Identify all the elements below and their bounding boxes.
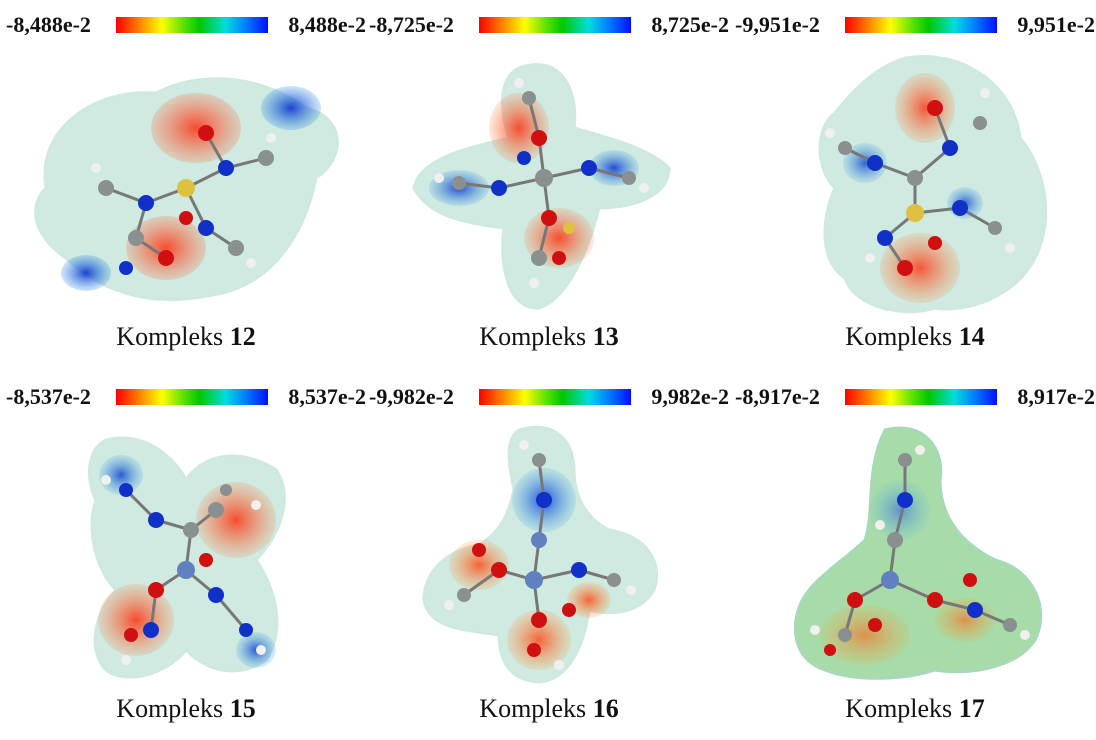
panel-kompleks-13: -8,725e-2 8,725e-2 Kompleks 13 — [369, 0, 729, 360]
scale-max-label: 8,537e-2 — [288, 384, 366, 409]
complex-caption: Kompleks 15 — [6, 694, 366, 724]
scale-gradient-bar — [845, 17, 997, 33]
scale-min-label: -8,488e-2 — [6, 12, 91, 37]
scale-max-label: 8,725e-2 — [651, 12, 729, 37]
caption-number: 12 — [229, 322, 256, 351]
complex-caption: Kompleks 17 — [735, 694, 1095, 724]
scale-gradient-bar — [845, 389, 997, 405]
molecule-esp-map — [34, 77, 339, 301]
molecule-esp-map — [422, 425, 659, 684]
caption-prefix: Kompleks — [845, 694, 953, 723]
caption-number: 17 — [958, 694, 985, 723]
complex-caption: Kompleks 13 — [369, 322, 729, 352]
scale-max-label: 9,982e-2 — [651, 384, 729, 409]
color-scale: -8,488e-2 8,488e-2 — [6, 12, 366, 38]
color-scale: -8,725e-2 8,725e-2 — [369, 12, 729, 38]
panel-kompleks-17: -8,917e-2 8,917e-2 Kompleks 17 — [735, 372, 1095, 732]
scale-max-label: 8,917e-2 — [1017, 384, 1095, 409]
scale-max-label: 9,951e-2 — [1017, 12, 1095, 37]
scale-max-label: 8,488e-2 — [288, 12, 366, 37]
scale-min-label: -8,917e-2 — [735, 384, 820, 409]
color-scale: -8,537e-2 8,537e-2 — [6, 384, 366, 410]
panel-kompleks-15: -8,537e-2 8,537e-2 Kompleks 15 — [6, 372, 366, 732]
scale-gradient-bar — [116, 17, 268, 33]
complex-caption: Kompleks 16 — [369, 694, 729, 724]
panel-kompleks-12: -8,488e-2 8,488e-2 Kompleks 12 — [6, 0, 366, 360]
panel-kompleks-14: -9,951e-2 9,951e-2 Kompleks 14 — [735, 0, 1095, 360]
caption-prefix: Kompleks — [116, 694, 224, 723]
molecule-esp-map — [412, 62, 671, 310]
caption-number: 15 — [229, 694, 256, 723]
caption-number: 16 — [592, 694, 619, 723]
caption-prefix: Kompleks — [116, 322, 224, 351]
molecule-esp-map — [818, 55, 1048, 314]
scale-min-label: -8,537e-2 — [6, 384, 91, 409]
caption-number: 13 — [592, 322, 619, 351]
color-scale: -9,982e-2 9,982e-2 — [369, 384, 729, 410]
complex-caption: Kompleks 14 — [735, 322, 1095, 352]
scale-min-label: -9,951e-2 — [735, 12, 820, 37]
caption-number: 14 — [958, 322, 985, 351]
caption-prefix: Kompleks — [479, 322, 587, 351]
color-scale: -8,917e-2 8,917e-2 — [735, 384, 1095, 410]
scale-gradient-bar — [479, 389, 631, 405]
complex-caption: Kompleks 12 — [6, 322, 366, 352]
color-scale: -9,951e-2 9,951e-2 — [735, 12, 1095, 38]
molecule-esp-map — [87, 436, 286, 679]
scale-min-label: -9,982e-2 — [369, 384, 454, 409]
scale-gradient-bar — [116, 389, 268, 405]
scale-min-label: -8,725e-2 — [369, 12, 454, 37]
caption-prefix: Kompleks — [845, 322, 953, 351]
caption-prefix: Kompleks — [479, 694, 587, 723]
scale-gradient-bar — [479, 17, 631, 33]
panel-kompleks-16: -9,982e-2 9,982e-2 Kompleks 16 — [369, 372, 729, 732]
molecule-esp-map — [793, 426, 1043, 680]
